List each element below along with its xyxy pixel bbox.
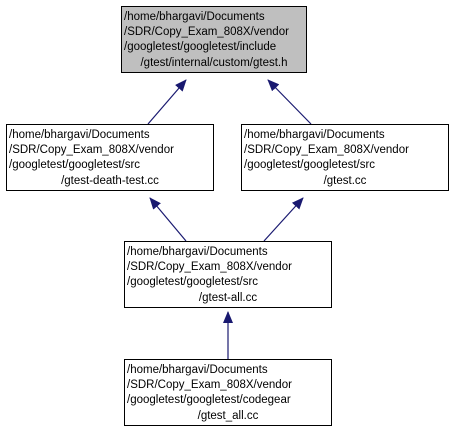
node-gtest-death-test-cc[interactable]: /home/bhargavi/Documents /SDR/Copy_Exam_… [6,124,214,191]
node-line: /home/bhargavi/Documents [127,364,268,376]
node-line: /SDR/Copy_Exam_808X/vendor [9,144,174,157]
edge-arrow-gtest_all_cc-to-gtest_death_test_cc [149,197,187,242]
node-line: /gtest-all.cc [198,291,258,304]
node-line: /googletest/googletest/codegear [127,394,291,407]
node-line: /home/bhargavi/Documents [244,129,385,141]
node-line: /googletest/googletest/src [9,159,141,172]
node-line: /SDR/Copy_Exam_808X/vendor [124,26,289,39]
node-line: /home/bhargavi/Documents [9,129,150,141]
node-line: /SDR/Copy_Exam_808X/vendor [127,261,292,274]
node-line: /SDR/Copy_Exam_808X/vendor [127,379,292,392]
node-gtest-all-cc[interactable]: /home/bhargavi/Documents /SDR/Copy_Exam_… [124,241,332,308]
node-line: /gtest-death-test.cc [61,174,159,187]
node-line: /gtest.cc [323,174,367,187]
dependency-arrows [147,79,312,359]
edge-arrow-gtest_death_test_cc-to-custom_gtest_h [147,79,187,125]
node-line: /googletest/googletest/src [127,276,259,289]
node-line: /gtest_all.cc [197,409,259,422]
node-line: /googletest/googletest/src [244,159,376,172]
node-gtest-cc[interactable]: /home/bhargavi/Documents /SDR/Copy_Exam_… [241,124,449,191]
node-line: /gtest/internal/custom/gtest.h [140,56,288,69]
node-line: /home/bhargavi/Documents [124,11,265,23]
node-custom-gtest-h[interactable]: /home/bhargavi/Documents /SDR/Copy_Exam_… [121,6,307,73]
node-line: /googletest/googletest/include [124,41,277,54]
node-line: /home/bhargavi/Documents [127,246,268,258]
edge-arrow-gtest_all_cc-to-gtest_cc [263,197,304,242]
node-line: /SDR/Copy_Exam_808X/vendor [244,144,409,157]
edge-arrow-gtest_cc-to-custom_gtest_h [267,79,312,125]
node-codegear-gtest-all-cc[interactable]: /home/bhargavi/Documents /SDR/Copy_Exam_… [124,359,332,426]
